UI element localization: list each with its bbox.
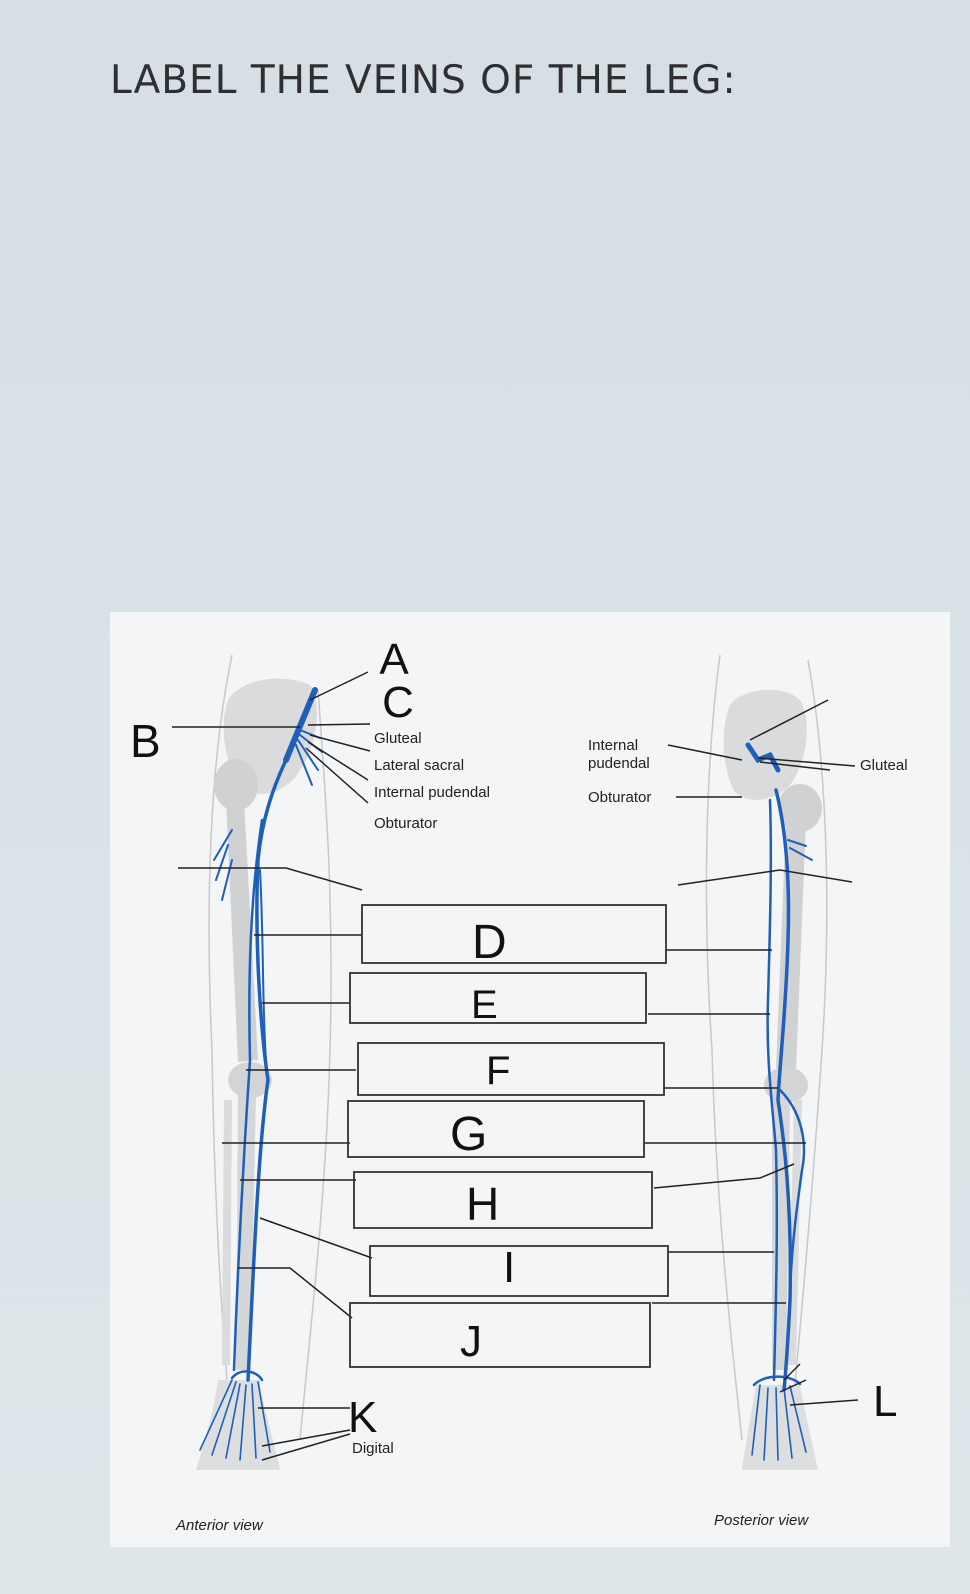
answer-box-g[interactable] [347, 1100, 645, 1158]
answer-box-d[interactable] [361, 904, 667, 964]
posterior-leaders [644, 699, 859, 1406]
answer-box-f[interactable] [357, 1042, 665, 1096]
page-title: LABEL THE VEINS OF THE LEG: [110, 58, 737, 103]
posterior-leg [705, 654, 828, 1470]
answer-box-i[interactable] [369, 1245, 669, 1297]
anterior-view-label: Anterior view [175, 1517, 264, 1534]
anterior-lateral-sacral-label: Lateral sacral [374, 757, 464, 774]
anterior-leg [196, 654, 332, 1470]
anterior-femur [226, 800, 258, 1062]
label-d: D [472, 916, 507, 969]
label-j: J [460, 1317, 482, 1366]
label-f: F [486, 1049, 510, 1093]
anterior-obturator-label: Obturator [374, 815, 437, 832]
posterior-obturator-label: Obturator [588, 789, 651, 806]
label-e: E [471, 983, 498, 1027]
label-a: A [379, 635, 409, 684]
posterior-pelvis [723, 689, 807, 800]
label-l: L [873, 1377, 897, 1426]
posterior-pudendal-label: pudendal [588, 755, 650, 772]
answer-box-j[interactable] [349, 1302, 651, 1368]
answer-box-e[interactable] [349, 972, 647, 1024]
anterior-internal-pudendal-label: Internal pudendal [374, 784, 490, 801]
label-k: K [348, 1393, 377, 1442]
label-g: G [450, 1108, 487, 1161]
answer-box-h[interactable] [353, 1171, 653, 1229]
label-c: C [382, 678, 414, 727]
anterior-digital-label: Digital [352, 1440, 394, 1457]
label-i: I [503, 1243, 515, 1292]
anterior-leaders [172, 671, 373, 1461]
anterior-gluteal-label: Gluteal [374, 730, 422, 747]
posterior-view-label: Posterior view [714, 1512, 809, 1529]
answer-boxes [347, 904, 669, 1368]
posterior-internal-label: Internal [588, 737, 638, 754]
label-b: B [130, 715, 161, 767]
posterior-gluteal-label: Gluteal [860, 757, 908, 774]
label-h: H [466, 1178, 499, 1230]
